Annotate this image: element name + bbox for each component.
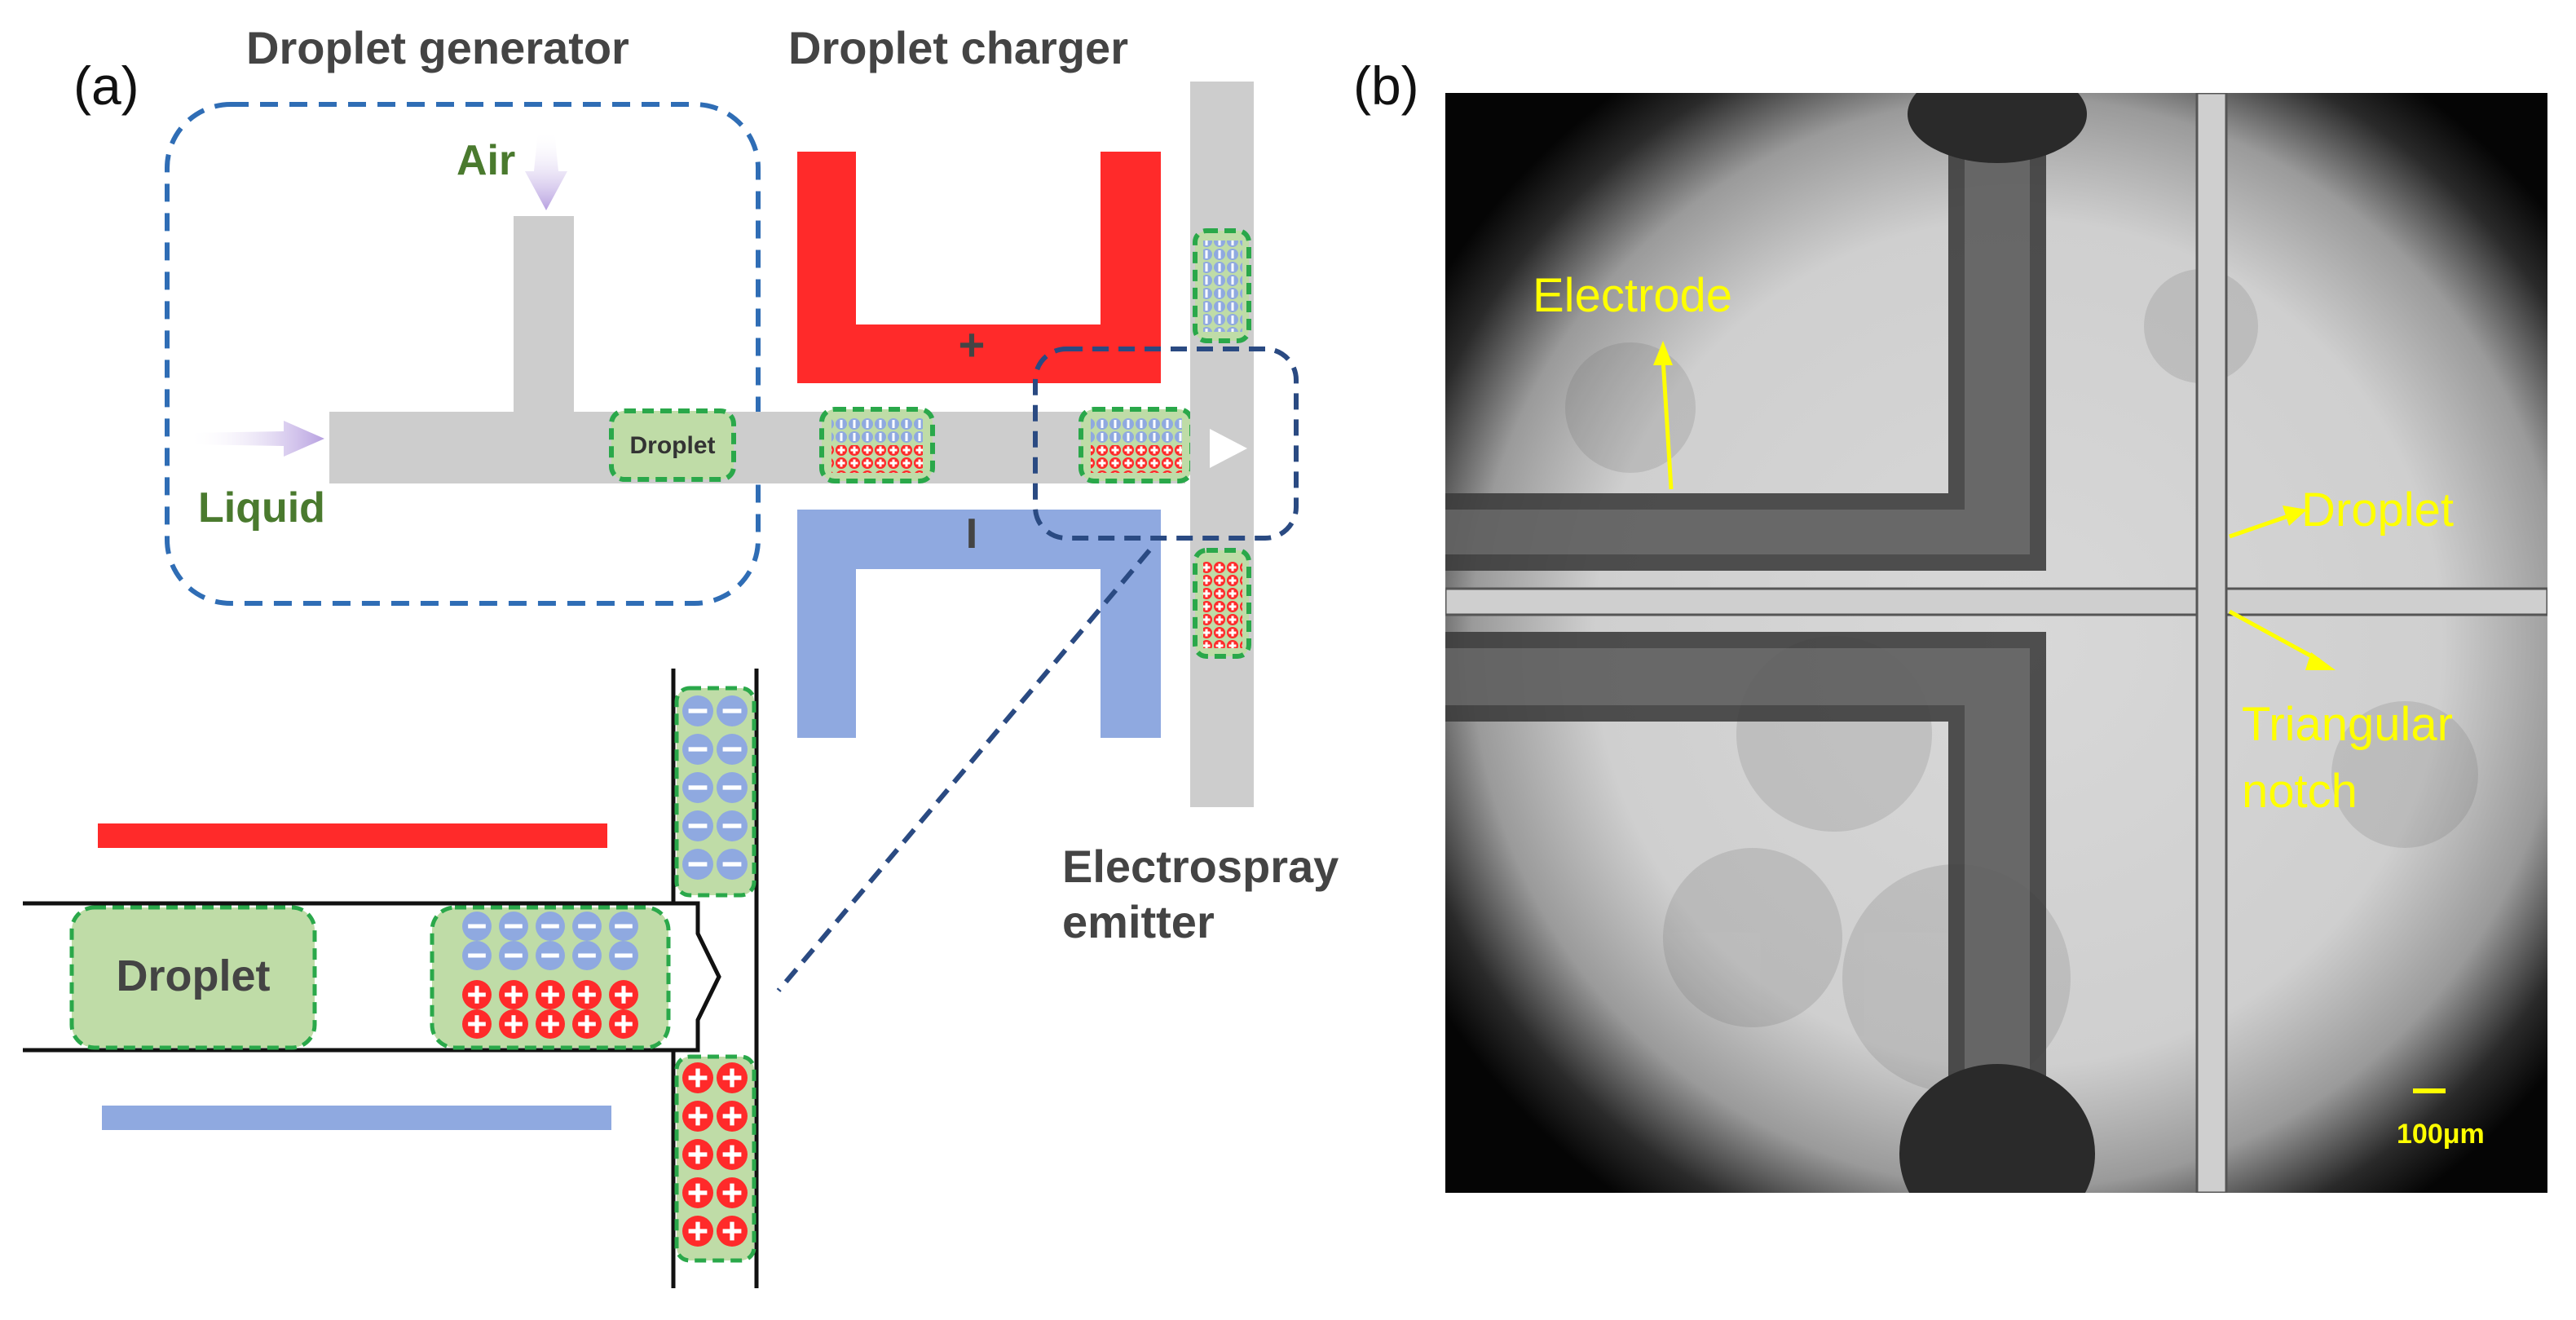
triangular-notch bbox=[1210, 429, 1247, 468]
inset-notch bbox=[673, 901, 721, 1053]
droplet-arrow bbox=[2229, 513, 2291, 539]
positive-sign: + bbox=[959, 319, 986, 370]
main-channel bbox=[329, 412, 1185, 483]
emitter-label-1: Electrospray bbox=[1062, 841, 1339, 892]
notch-label-2: notch bbox=[2242, 765, 2358, 818]
zoom-leader-line bbox=[776, 549, 1152, 992]
air-arrow-icon bbox=[525, 130, 567, 210]
zoom-inset: Droplet bbox=[23, 669, 759, 1288]
inset-emitted-charges bbox=[682, 695, 748, 1247]
inset-positive-electrode bbox=[98, 823, 607, 848]
liquid-arrow-icon bbox=[187, 421, 324, 457]
negative-sign: I bbox=[966, 510, 977, 558]
droplet-uncharged bbox=[609, 408, 736, 482]
inset-negative-electrode bbox=[102, 1106, 611, 1130]
inset-droplet-uncharged bbox=[69, 905, 317, 1050]
notch-arrow bbox=[2228, 609, 2321, 663]
emitted-droplet-negative bbox=[1193, 228, 1251, 343]
micrograph bbox=[1445, 93, 2547, 1193]
electrode-arrow bbox=[1661, 358, 1674, 490]
positive-electrode bbox=[797, 152, 1161, 383]
generator-box bbox=[165, 102, 761, 606]
scale-bar bbox=[2413, 1088, 2446, 1093]
droplet-charged-1 bbox=[819, 407, 935, 483]
air-label: Air bbox=[457, 137, 515, 184]
inset-droplet-label: Droplet bbox=[117, 951, 271, 1000]
panel-a-label: (a) bbox=[73, 55, 139, 116]
droplet-small-label: Droplet bbox=[630, 432, 716, 459]
panel-b: (b) Electrode bbox=[1353, 55, 2547, 1193]
electrode-label: Electrode bbox=[1533, 269, 1732, 322]
panel-b-label: (b) bbox=[1353, 55, 1419, 116]
droplet-charged-2 bbox=[1078, 407, 1194, 483]
zoom-box bbox=[1033, 347, 1299, 541]
generator-title: Droplet generator bbox=[246, 22, 629, 73]
emitted-droplet-positive bbox=[1193, 548, 1251, 659]
air-channel bbox=[514, 216, 574, 416]
panel-a: (a) Droplet generator Droplet charger Ai… bbox=[23, 22, 1339, 1288]
inset-droplet-charged bbox=[430, 905, 671, 1050]
liquid-label: Liquid bbox=[198, 484, 325, 532]
droplet-label: Droplet bbox=[2301, 483, 2454, 536]
charger-title: Droplet charger bbox=[788, 22, 1128, 73]
negative-electrode bbox=[797, 510, 1161, 738]
scale-bar-label: 100μm bbox=[2397, 1119, 2485, 1150]
notch-label-1: Triangular bbox=[2242, 698, 2453, 751]
emitter-label-2: emitter bbox=[1062, 896, 1215, 947]
inset-charges bbox=[462, 912, 638, 1039]
